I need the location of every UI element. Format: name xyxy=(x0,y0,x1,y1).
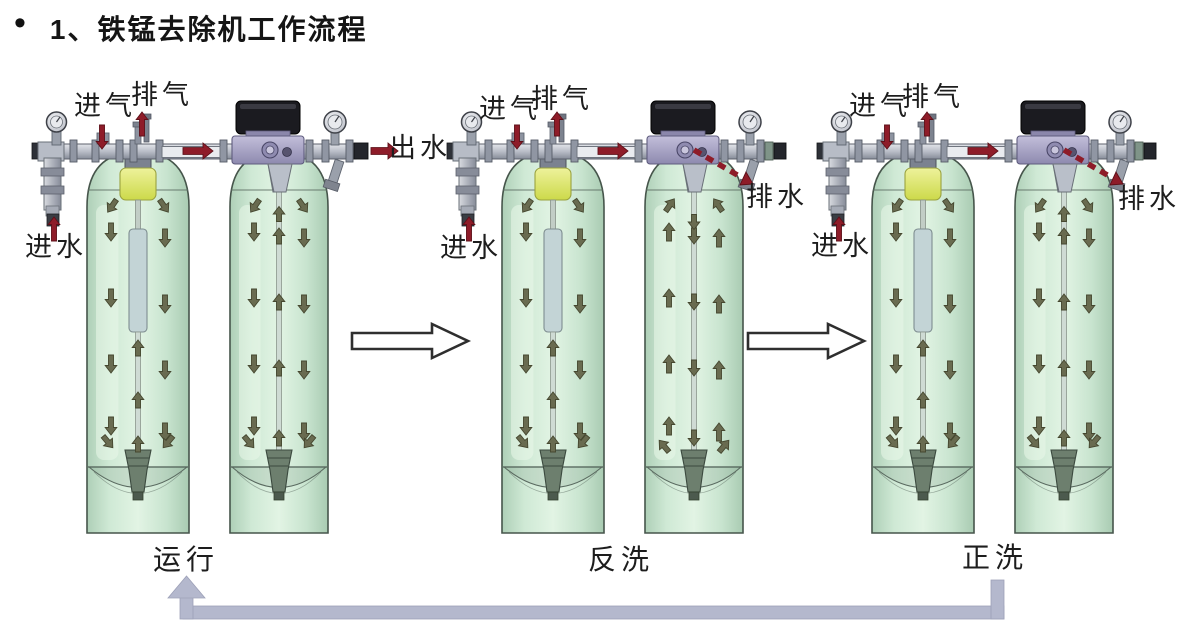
pressure-gauge-icon xyxy=(1108,110,1132,146)
pipe-manifold xyxy=(446,100,787,227)
stage-transition-arrow xyxy=(746,321,868,361)
pipe-manifold xyxy=(31,100,369,227)
label-air-vent: 排气 xyxy=(531,84,593,114)
control-valve xyxy=(231,100,305,165)
label-air-inlet: 进气 xyxy=(849,91,911,121)
pressure-gauge-icon xyxy=(460,111,483,146)
control-valve xyxy=(646,100,720,165)
filter-tank xyxy=(871,149,975,534)
stage-caption-run: 运行 xyxy=(153,545,220,576)
control-valve xyxy=(1016,100,1090,165)
title-row: • 1、铁锰去除机工作流程 xyxy=(14,6,367,48)
filter-tank xyxy=(501,149,605,534)
stage-caption-rinse: 正洗 xyxy=(962,543,1029,574)
label-air-vent: 排气 xyxy=(131,80,193,110)
label-water-inlet: 进水 xyxy=(811,231,873,261)
pressure-gauge-icon xyxy=(323,110,347,146)
filter-tank xyxy=(86,149,190,534)
pressure-gauge-icon xyxy=(738,110,762,146)
sample-valve xyxy=(322,158,345,192)
stage-transition-arrow xyxy=(350,321,472,361)
filter-tank xyxy=(1014,151,1114,534)
label-air-vent: 排气 xyxy=(902,82,964,112)
label-water-outlet: 出水 xyxy=(389,133,451,163)
list-bullet-icon: • xyxy=(14,4,26,42)
flow-arrows xyxy=(47,111,399,242)
flow-arrows xyxy=(462,111,754,242)
filter-tank xyxy=(644,151,744,534)
label-water-inlet: 进水 xyxy=(25,232,87,262)
unit-rinse xyxy=(816,100,1157,534)
stage-caption-backwash: 反洗 xyxy=(588,545,655,576)
label-air-inlet: 进气 xyxy=(479,94,541,124)
pressure-gauge-icon xyxy=(830,111,853,146)
pressure-gauge-icon xyxy=(45,111,68,146)
filter-tank xyxy=(229,151,329,534)
page-title: 1、铁锰去除机工作流程 xyxy=(49,14,368,45)
label-air-inlet: 进气 xyxy=(74,91,136,121)
label-water-inlet: 进水 xyxy=(440,233,502,263)
unit-backwash xyxy=(446,100,787,534)
label-drain: 排水 xyxy=(1118,184,1180,214)
unit-run xyxy=(31,100,399,534)
cycle-return-arrow xyxy=(167,575,1005,620)
label-drain: 排水 xyxy=(746,182,808,212)
flow-arrows xyxy=(832,111,1124,242)
